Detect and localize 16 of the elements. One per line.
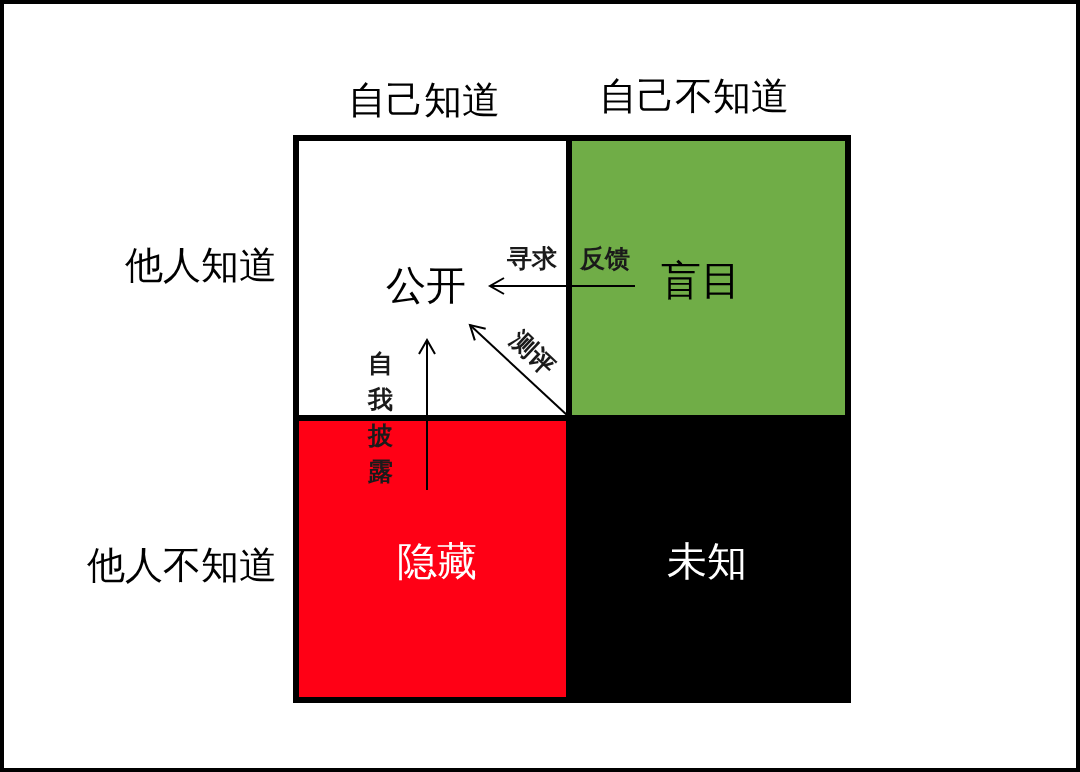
arrow	[418, 339, 436, 491]
quadrant	[293, 135, 569, 418]
column-header: 自己不知道	[599, 77, 789, 115]
quadrant	[569, 135, 851, 418]
quadrant-title: 盲目	[661, 260, 741, 300]
quadrant	[293, 418, 569, 703]
column-header: 自己知道	[348, 81, 500, 119]
edge-label: 自我披露	[367, 348, 393, 488]
edge-label: 寻求 反馈	[507, 245, 630, 271]
edge-label: 测评	[506, 326, 560, 379]
quadrant	[569, 418, 851, 703]
quadrant-title: 公开	[386, 265, 466, 305]
arrow	[489, 277, 636, 295]
arrow	[469, 324, 569, 417]
quadrant-title: 隐藏	[397, 541, 477, 581]
quadrant-title: 未知	[667, 541, 747, 581]
